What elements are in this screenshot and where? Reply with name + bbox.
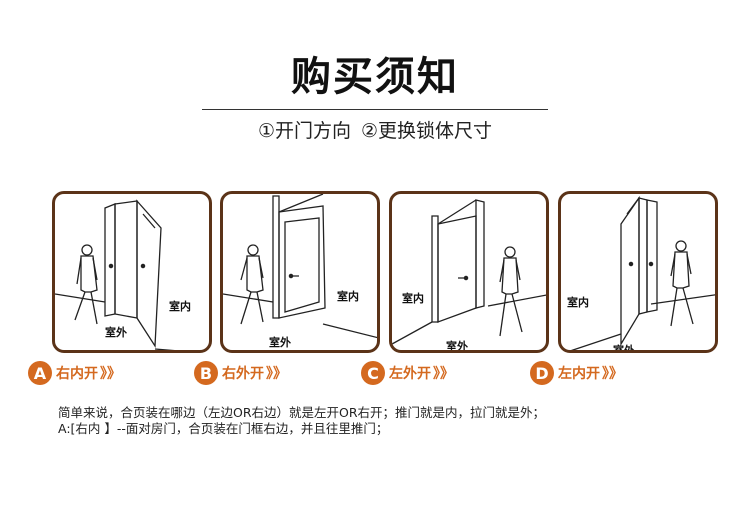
label-inside-b: 室内 (337, 290, 359, 303)
caption-text-b: 右外开 (222, 366, 264, 382)
caption-a: A 右内开 》》 (28, 360, 121, 386)
label-outside-a: 室外 (105, 326, 127, 339)
badge-a: A (28, 361, 52, 385)
badge-c: C (361, 361, 385, 385)
caption-b: B 右外开 》》 (194, 360, 287, 386)
door-illustration-a (55, 199, 175, 350)
caption-arrow-d: 》》 (602, 366, 623, 382)
title-divider (202, 109, 548, 110)
page-title: 购买须知 (291, 54, 459, 100)
door-panel-b: 室内 室外 (220, 191, 380, 353)
door-panel-a: 室内 室外 (52, 191, 212, 353)
note-line-2: A:[右内 】--面对房门，合页装在门框右边，并且往里推门； (58, 421, 389, 436)
caption-d: D 左内开 》》 (530, 360, 623, 386)
badge-d: D (530, 361, 554, 385)
label-outside-c: 室外 (446, 340, 468, 353)
door-panel-c: 室内 室外 (389, 191, 549, 353)
door-illustration-c (392, 199, 546, 345)
label-outside-d: 室外 (613, 344, 635, 353)
label-inside-d: 室内 (567, 296, 589, 309)
label-inside-c: 室内 (402, 292, 424, 305)
door-illustration-d (570, 195, 715, 350)
label-inside-a: 室内 (169, 300, 191, 313)
door-illustration-b (223, 194, 377, 339)
caption-text-a: 右内开 (56, 366, 98, 382)
page-subtitle: ①开门方向 ②更换锁体尺寸 (257, 120, 493, 142)
caption-arrow-c: 》》 (433, 366, 454, 382)
caption-arrow-a: 》》 (100, 366, 121, 382)
badge-b: B (194, 361, 218, 385)
note-line-1: 简单来说，合页装在哪边（左边OR右边）就是左开OR右开；推门就是内，拉门就是外； (58, 405, 546, 420)
caption-text-d: 左内开 (558, 366, 600, 382)
label-outside-b: 室外 (269, 336, 291, 349)
caption-text-c: 左外开 (389, 366, 431, 382)
caption-arrow-b: 》》 (266, 366, 287, 382)
caption-c: C 左外开 》》 (361, 360, 454, 386)
door-panel-d: 室内 室外 (558, 191, 718, 353)
